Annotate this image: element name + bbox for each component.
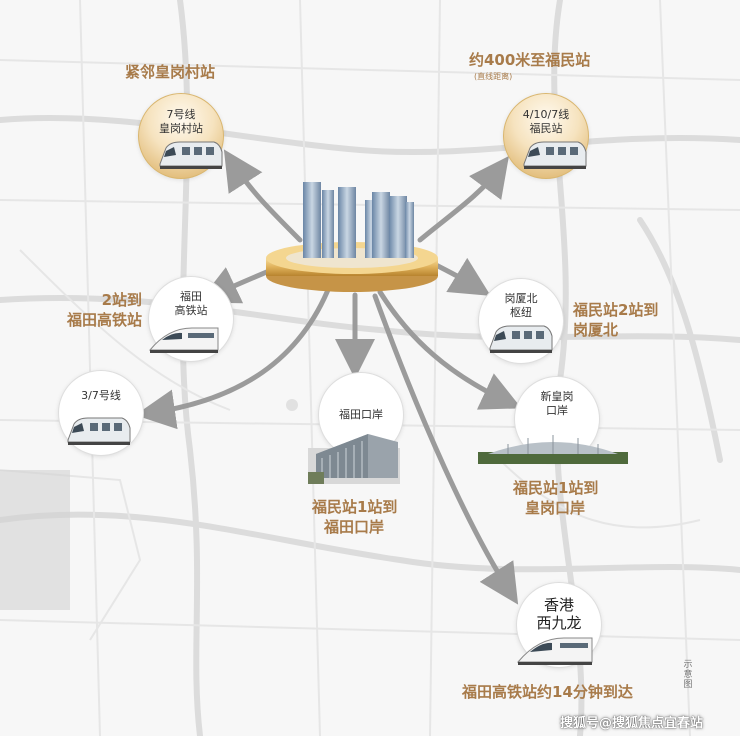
distance-note: (直线距离) <box>474 72 513 81</box>
central-building <box>266 182 438 292</box>
futian-port-building-image <box>308 434 400 484</box>
station-name: 皇岗村站 <box>159 122 203 135</box>
station-name: 口岸 <box>546 404 568 417</box>
station-line: 3/7号线 <box>81 389 121 402</box>
watermark: 搜狐号@搜狐焦点宜春站 <box>560 716 704 731</box>
caption-futian-hsr: 2站到 福田高铁站 <box>66 291 142 329</box>
station-line: 福田 <box>180 290 202 303</box>
caption-west-kowloon: 福田高铁站约14分钟到达 <box>462 683 633 701</box>
metro-train-icon <box>489 325 553 353</box>
high-speed-train-icon <box>148 327 219 353</box>
station-region: 香港 <box>543 596 574 614</box>
station-line: 7号线 <box>166 108 196 121</box>
station-name: 福民站 <box>529 122 563 135</box>
caption-huanggang-port: 福民站1站到 皇岗口岸 <box>513 479 599 517</box>
metro-train-icon <box>523 141 587 169</box>
caption-futian-port: 福民站1站到 福田口岸 <box>312 498 398 536</box>
caption-huanggangcun: 紧邻皇岗村站 <box>125 63 216 81</box>
metro-train-icon <box>159 141 223 169</box>
metro-train-icon <box>67 417 131 445</box>
huanggang-port-building-image <box>478 435 628 464</box>
station-line: 4/10/7线 <box>522 108 570 121</box>
caption-gangxiabei: 福民站2站到 岗厦北 <box>573 301 659 339</box>
station-line: 岗厦北 <box>504 292 538 305</box>
caption-futian-min: 约400米至福民站 <box>469 51 591 69</box>
high-speed-train-icon <box>516 637 593 665</box>
station-name: 高铁站 <box>174 304 208 317</box>
station-line: 新皇岗 <box>540 390 574 403</box>
station-name: 福田口岸 <box>339 408 383 421</box>
schematic-note: 示意图 <box>683 660 693 690</box>
station-name: 西九龙 <box>536 614 582 632</box>
station-name: 枢纽 <box>510 306 532 319</box>
